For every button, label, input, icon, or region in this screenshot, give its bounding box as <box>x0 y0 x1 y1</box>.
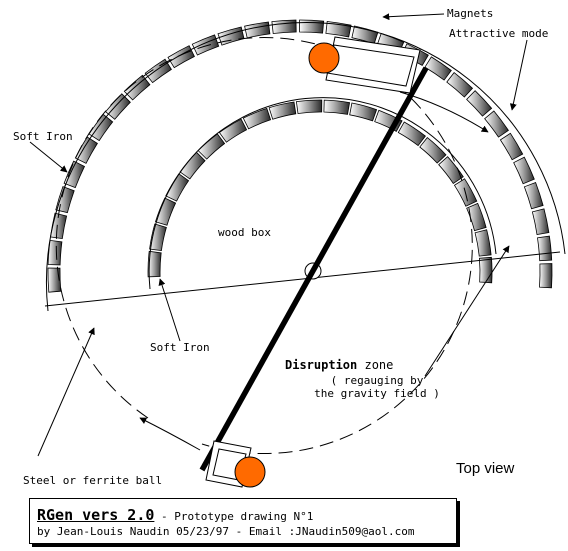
inner-magnet-segment <box>438 156 464 185</box>
inner-magnet-segment <box>165 173 190 202</box>
outer-magnet-segment <box>537 235 553 262</box>
inner-magnet-segment <box>474 229 492 257</box>
inner-soft-iron-label: Soft Iron <box>150 341 210 354</box>
outer-magnet-segment <box>424 56 452 81</box>
outer-magnet-segment <box>499 132 524 161</box>
outer-magnet-segment <box>531 208 550 235</box>
outer-magnet-segment <box>167 45 195 69</box>
outer-magnet-ring <box>47 19 553 293</box>
outer-magnet-segment <box>55 186 75 214</box>
attractive-mode-label: Attractive mode <box>449 27 549 40</box>
bottom-steel-ball <box>234 456 266 488</box>
top-view-label: Top view <box>456 460 515 477</box>
outer-magnet-segment <box>466 90 493 117</box>
ball-leader <box>37 327 95 457</box>
outer-soft-iron-label: Soft Iron <box>13 130 73 143</box>
inner-magnet-segment <box>397 121 426 147</box>
top-steel-ball <box>308 42 340 74</box>
inner-magnet-segment <box>218 118 248 143</box>
wood-box-label: wood box <box>218 226 271 239</box>
outer-magnet-segment <box>63 160 86 189</box>
drawing-title: RGen vers 2.0 <box>37 506 155 524</box>
outer-magnet-segment <box>191 34 220 56</box>
outer-magnet-segment <box>244 21 271 39</box>
outer-magnet-segment <box>446 72 474 98</box>
drawing-subtitle: - Prototype drawing N°1 <box>154 510 314 523</box>
regauging-line-2: the gravity field ) <box>314 387 440 400</box>
title-block: RGen vers 2.0 - Prototype drawing N°1 by… <box>29 498 457 544</box>
outer-magnet-segment <box>123 74 151 101</box>
inner-magnet-segment <box>242 107 272 130</box>
inner-magnet-segment <box>147 250 162 278</box>
rotation-arrow-bottom <box>139 417 201 451</box>
disruption-leader <box>424 245 510 377</box>
outer-magnet-segment <box>484 110 509 138</box>
disruption-zone-label: Disruption zone <box>285 359 393 372</box>
zone-word: zone <box>357 358 394 372</box>
inner-magnet-segment <box>478 256 493 284</box>
outer-magnet-segment <box>513 156 535 185</box>
outer-magnet-segment <box>299 19 325 34</box>
outer-magnet-segment <box>271 19 297 34</box>
inner-magnet-segment <box>349 102 378 122</box>
outer-soft-iron-leader <box>29 141 68 173</box>
inner-magnet-segment <box>323 99 351 115</box>
author-byline: by Jean-Louis Naudin 05/23/97 - Email :J… <box>37 525 415 538</box>
inner-magnet-segment <box>268 101 297 120</box>
rotor-arm <box>199 66 429 472</box>
box-diameter-line <box>44 251 561 307</box>
inner-magnet-segment <box>419 137 447 164</box>
outer-magnet-segment <box>539 263 553 289</box>
magnets-leader <box>382 13 445 21</box>
outer-magnet-segment <box>47 239 63 266</box>
inner-magnet-segment <box>154 197 177 226</box>
inner-soft-iron-leader <box>158 278 181 342</box>
inner-magnet-segment <box>466 202 487 232</box>
inner-magnet-segment <box>295 99 323 114</box>
rotation-arrow-top <box>399 91 489 133</box>
disruption-word: Disruption <box>285 358 358 372</box>
regauging-line-1: ( regauging by <box>330 374 424 387</box>
outer-magnet-segment <box>74 136 98 164</box>
title-line: RGen vers 2.0 - Prototype drawing N°1 <box>37 505 313 524</box>
outer-magnet-segment <box>523 181 544 210</box>
inner-soft-iron-arc <box>148 97 497 290</box>
magnets-label: Magnets <box>447 7 494 20</box>
outer-magnet-segment <box>47 267 62 293</box>
steel-ball-label: Steel or ferrite ball <box>23 474 163 487</box>
attractive-mode-leader <box>509 39 528 111</box>
